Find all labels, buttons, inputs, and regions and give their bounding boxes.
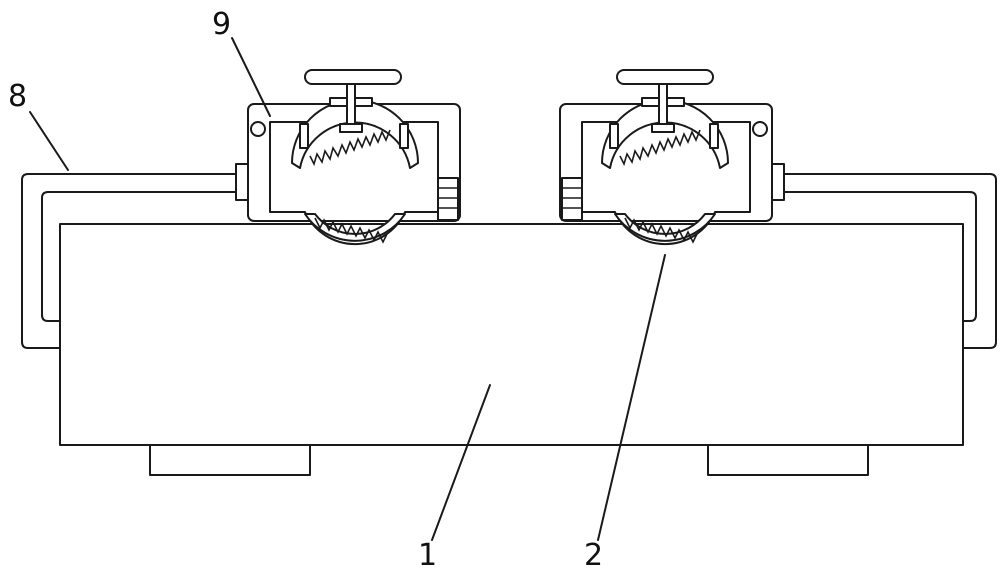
left-side-frame <box>21 163 249 349</box>
right-clamp-assembly <box>559 69 773 246</box>
leader-line-2 <box>597 254 666 541</box>
left-clamp-assembly <box>247 69 461 246</box>
label-9: 9 <box>212 7 231 42</box>
right-handwheel <box>616 69 714 85</box>
right-foot <box>707 444 869 476</box>
leader-line-8 <box>29 111 69 171</box>
left-foot <box>149 444 311 476</box>
label-2: 2 <box>584 538 603 573</box>
left-handwheel <box>304 69 402 85</box>
label-8: 8 <box>8 79 27 114</box>
main-body <box>59 223 964 446</box>
label-1: 1 <box>418 538 437 573</box>
leader-line-1 <box>431 384 491 541</box>
right-side-frame <box>771 163 997 349</box>
leader-line-9 <box>231 37 271 117</box>
